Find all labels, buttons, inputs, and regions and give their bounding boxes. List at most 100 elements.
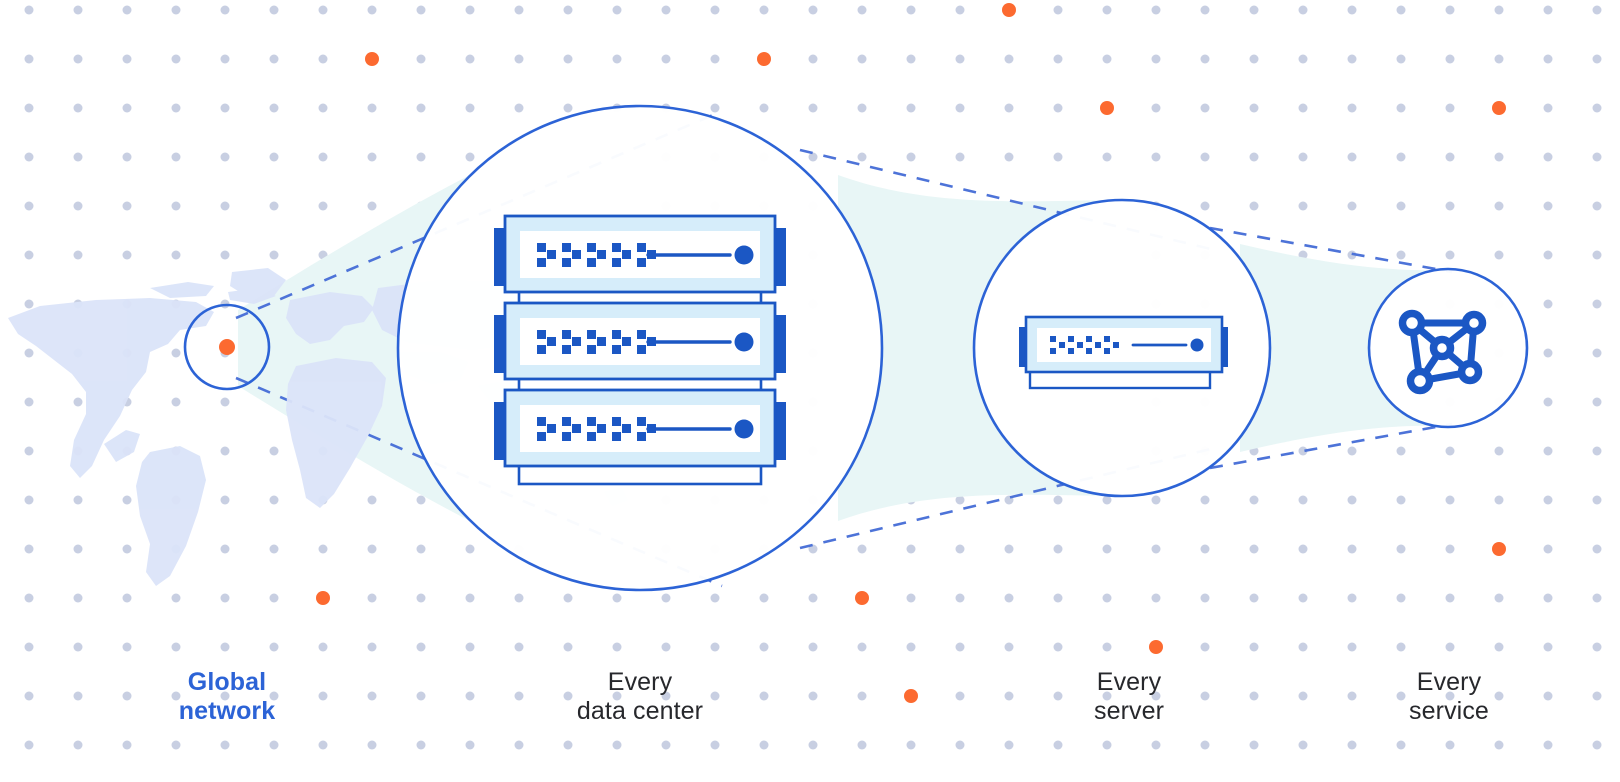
map-location-marker-dot bbox=[219, 339, 235, 355]
grid-dot bbox=[269, 103, 279, 113]
grid-dot bbox=[122, 495, 132, 505]
grid-dot bbox=[24, 446, 34, 456]
grid-dot bbox=[1592, 299, 1602, 309]
grid-dot bbox=[24, 691, 34, 701]
grid-dot bbox=[1102, 740, 1112, 750]
grid-dot bbox=[1543, 348, 1553, 358]
grid-dot bbox=[1494, 446, 1504, 456]
mesh-node bbox=[1457, 359, 1483, 385]
grid-dot bbox=[1102, 691, 1112, 701]
grid-dot bbox=[563, 5, 573, 15]
grid-dot bbox=[73, 593, 83, 603]
grid-dot bbox=[24, 740, 34, 750]
grid-dot bbox=[1347, 593, 1357, 603]
grid-dot bbox=[122, 740, 132, 750]
grid-dot bbox=[612, 740, 622, 750]
grid-dot bbox=[1396, 593, 1406, 603]
grid-dot bbox=[710, 642, 720, 652]
grid-dot bbox=[710, 5, 720, 15]
grid-dot bbox=[1151, 593, 1161, 603]
grid-dot bbox=[367, 201, 377, 211]
grid-dot bbox=[808, 103, 818, 113]
grid-dot bbox=[1592, 495, 1602, 505]
grid-dot bbox=[1494, 201, 1504, 211]
grid-dot bbox=[955, 593, 965, 603]
grid-dot bbox=[1445, 593, 1455, 603]
grid-dot bbox=[906, 642, 916, 652]
grid-dot bbox=[612, 593, 622, 603]
mesh-node bbox=[1429, 335, 1455, 361]
grid-dot bbox=[1053, 593, 1063, 603]
grid-dot bbox=[1298, 495, 1308, 505]
grid-dot bbox=[269, 54, 279, 64]
grid-dot bbox=[1004, 691, 1014, 701]
grid-dot bbox=[955, 691, 965, 701]
grid-dot bbox=[367, 103, 377, 113]
server-unit bbox=[494, 301, 786, 381]
grid-dot bbox=[73, 54, 83, 64]
grid-dot bbox=[73, 103, 83, 113]
grid-dot bbox=[1494, 54, 1504, 64]
grid-dot bbox=[122, 5, 132, 15]
grid-dot bbox=[318, 740, 328, 750]
grid-dot bbox=[465, 593, 475, 603]
grid-dot bbox=[122, 250, 132, 260]
grid-dot bbox=[759, 593, 769, 603]
grid-dot bbox=[1249, 691, 1259, 701]
stage-label-service: Every service bbox=[1409, 668, 1489, 725]
grid-dot bbox=[1200, 691, 1210, 701]
grid-dot bbox=[514, 5, 524, 15]
grid-dot bbox=[1004, 54, 1014, 64]
grid-dot bbox=[220, 201, 230, 211]
grid-dot bbox=[220, 250, 230, 260]
grid-dot bbox=[612, 54, 622, 64]
grid-dot bbox=[1053, 54, 1063, 64]
grid-dot bbox=[955, 495, 965, 505]
grid-dot bbox=[1102, 642, 1112, 652]
grid-dot bbox=[1298, 54, 1308, 64]
server-status-led bbox=[734, 245, 754, 265]
grid-dot bbox=[808, 691, 818, 701]
grid-dot bbox=[955, 544, 965, 554]
server-vent-pattern bbox=[1050, 336, 1119, 354]
grid-dot bbox=[1053, 691, 1063, 701]
grid-dot bbox=[808, 5, 818, 15]
grid-dot-accent bbox=[757, 52, 771, 66]
grid-dot bbox=[808, 54, 818, 64]
grid-dot bbox=[220, 593, 230, 603]
grid-dot bbox=[1445, 103, 1455, 113]
grid-dot bbox=[318, 5, 328, 15]
grid-dot bbox=[367, 544, 377, 554]
grid-dot bbox=[220, 642, 230, 652]
grid-dot bbox=[367, 495, 377, 505]
grid-dot bbox=[1592, 201, 1602, 211]
grid-dot bbox=[1102, 5, 1112, 15]
grid-dot bbox=[808, 642, 818, 652]
grid-dot bbox=[122, 593, 132, 603]
mesh-node bbox=[1461, 310, 1487, 336]
grid-dot bbox=[122, 691, 132, 701]
grid-dot bbox=[1249, 5, 1259, 15]
grid-dot bbox=[269, 642, 279, 652]
grid-dot bbox=[24, 348, 34, 358]
grid-dot bbox=[1543, 740, 1553, 750]
grid-dot bbox=[1543, 691, 1553, 701]
grid-dot bbox=[1543, 103, 1553, 113]
grid-dot-accent bbox=[904, 689, 918, 703]
grid-dot bbox=[24, 544, 34, 554]
grid-dot bbox=[1445, 5, 1455, 15]
grid-dot bbox=[269, 544, 279, 554]
grid-dot bbox=[1298, 5, 1308, 15]
grid-dot bbox=[1053, 152, 1063, 162]
grid-dot bbox=[1347, 740, 1357, 750]
grid-dot bbox=[1298, 103, 1308, 113]
grid-dot bbox=[416, 642, 426, 652]
grid-dot bbox=[1298, 593, 1308, 603]
grid-dot bbox=[1004, 103, 1014, 113]
grid-dot bbox=[24, 642, 34, 652]
grid-dot bbox=[171, 250, 181, 260]
grid-dot-accent bbox=[1149, 640, 1163, 654]
grid-dot bbox=[1151, 103, 1161, 113]
grid-dot bbox=[171, 103, 181, 113]
grid-dot bbox=[416, 740, 426, 750]
